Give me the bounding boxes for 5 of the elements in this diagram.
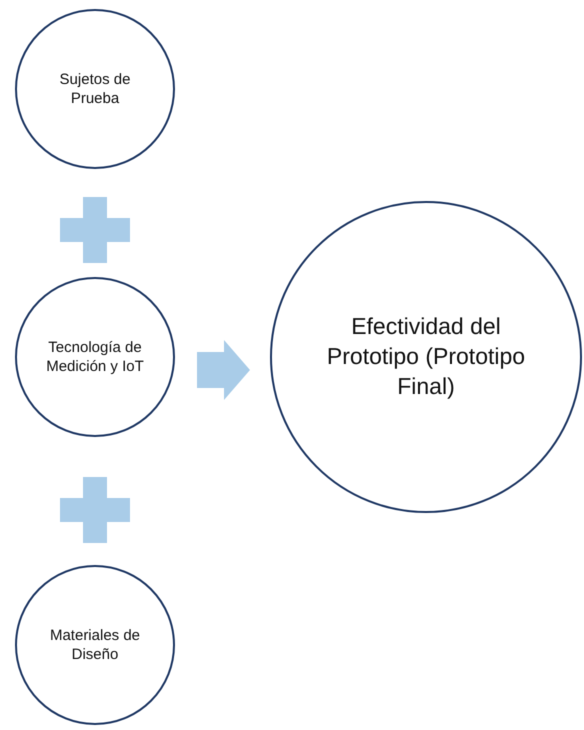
node-label: Materiales de Diseño (48, 626, 142, 664)
arrow (197, 340, 250, 400)
node-label: Efectividad del Prototipo (Prototipo Final) (326, 312, 526, 401)
node-label: Sujetos de Prueba (58, 70, 132, 108)
node-label: Tecnología de Medición y IoT (45, 338, 145, 376)
